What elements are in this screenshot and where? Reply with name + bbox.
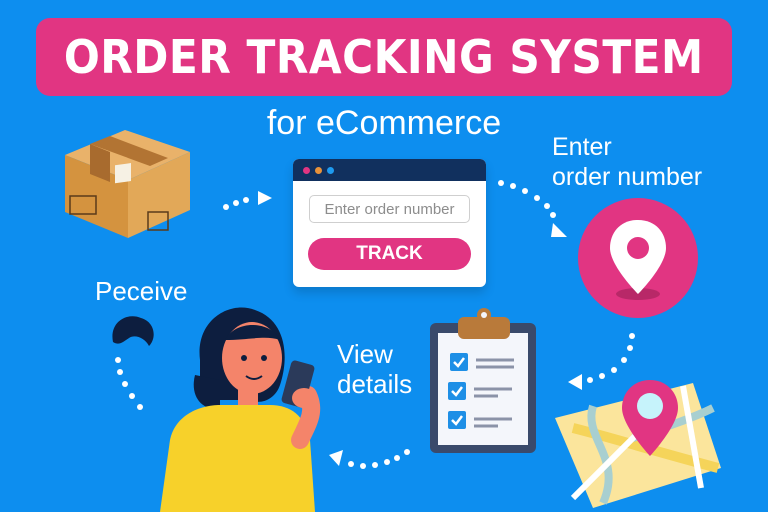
step-enter-label-line2: order number xyxy=(552,163,703,191)
track-button[interactable]: TRACK xyxy=(308,238,471,270)
title-banner: ORDER TRACKING SYSTEM xyxy=(36,18,732,96)
dotted-arrow-icon xyxy=(329,449,410,469)
location-pin-badge xyxy=(578,198,698,318)
tracker-window: Enter order number TRACK xyxy=(293,159,486,287)
close-dot-icon xyxy=(303,166,310,174)
location-pin-icon xyxy=(610,220,666,300)
dotted-arrow-icon xyxy=(568,333,635,390)
package-box-icon xyxy=(65,130,190,238)
step-view-label: View details xyxy=(337,339,412,399)
step-enter-label: Enter order number xyxy=(552,132,702,192)
window-titlebar xyxy=(293,159,486,181)
page-subtitle: for eCommerce xyxy=(266,104,502,142)
dotted-arrow-icon xyxy=(498,180,567,237)
step-view-label-line2: details xyxy=(337,369,413,399)
person-with-phone-illustration xyxy=(160,307,321,512)
maximize-dot-icon xyxy=(327,166,334,174)
step-view-label-line1: View xyxy=(337,339,393,369)
order-number-input[interactable]: Enter order number xyxy=(309,195,470,223)
map-icon xyxy=(555,383,721,508)
minimize-dot-icon xyxy=(315,166,322,174)
dotted-arrow-icon xyxy=(112,316,154,410)
step-receive-label: Peceive xyxy=(95,276,188,306)
map-pin-icon xyxy=(622,380,678,456)
page-title: ORDER TRACKING SYSTEM xyxy=(64,30,704,84)
clipboard-checklist-icon xyxy=(430,308,536,453)
step-enter-label-line1: Enter xyxy=(552,133,612,161)
dotted-arrow-icon xyxy=(223,191,272,210)
